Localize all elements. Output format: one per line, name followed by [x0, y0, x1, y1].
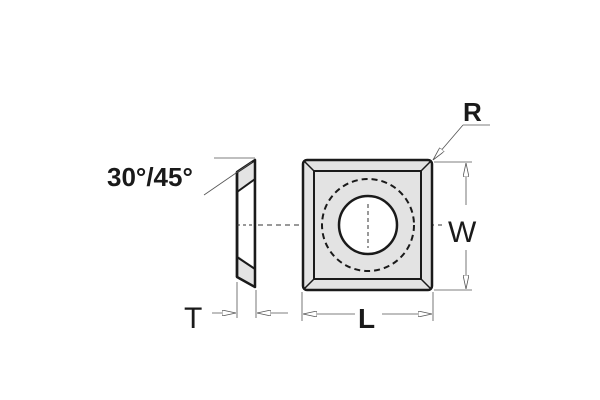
length-label: L: [358, 303, 375, 334]
width-label: W: [448, 216, 477, 249]
front-view: [301, 158, 434, 292]
thickness-label: T: [184, 302, 202, 335]
angle-label: 30°/45°: [107, 162, 193, 192]
dashed-circle: [321, 178, 415, 272]
radius-leader: [433, 124, 464, 160]
angle-leader: [203, 161, 253, 196]
radius-label: R: [463, 97, 482, 127]
side-view: [235, 158, 257, 289]
